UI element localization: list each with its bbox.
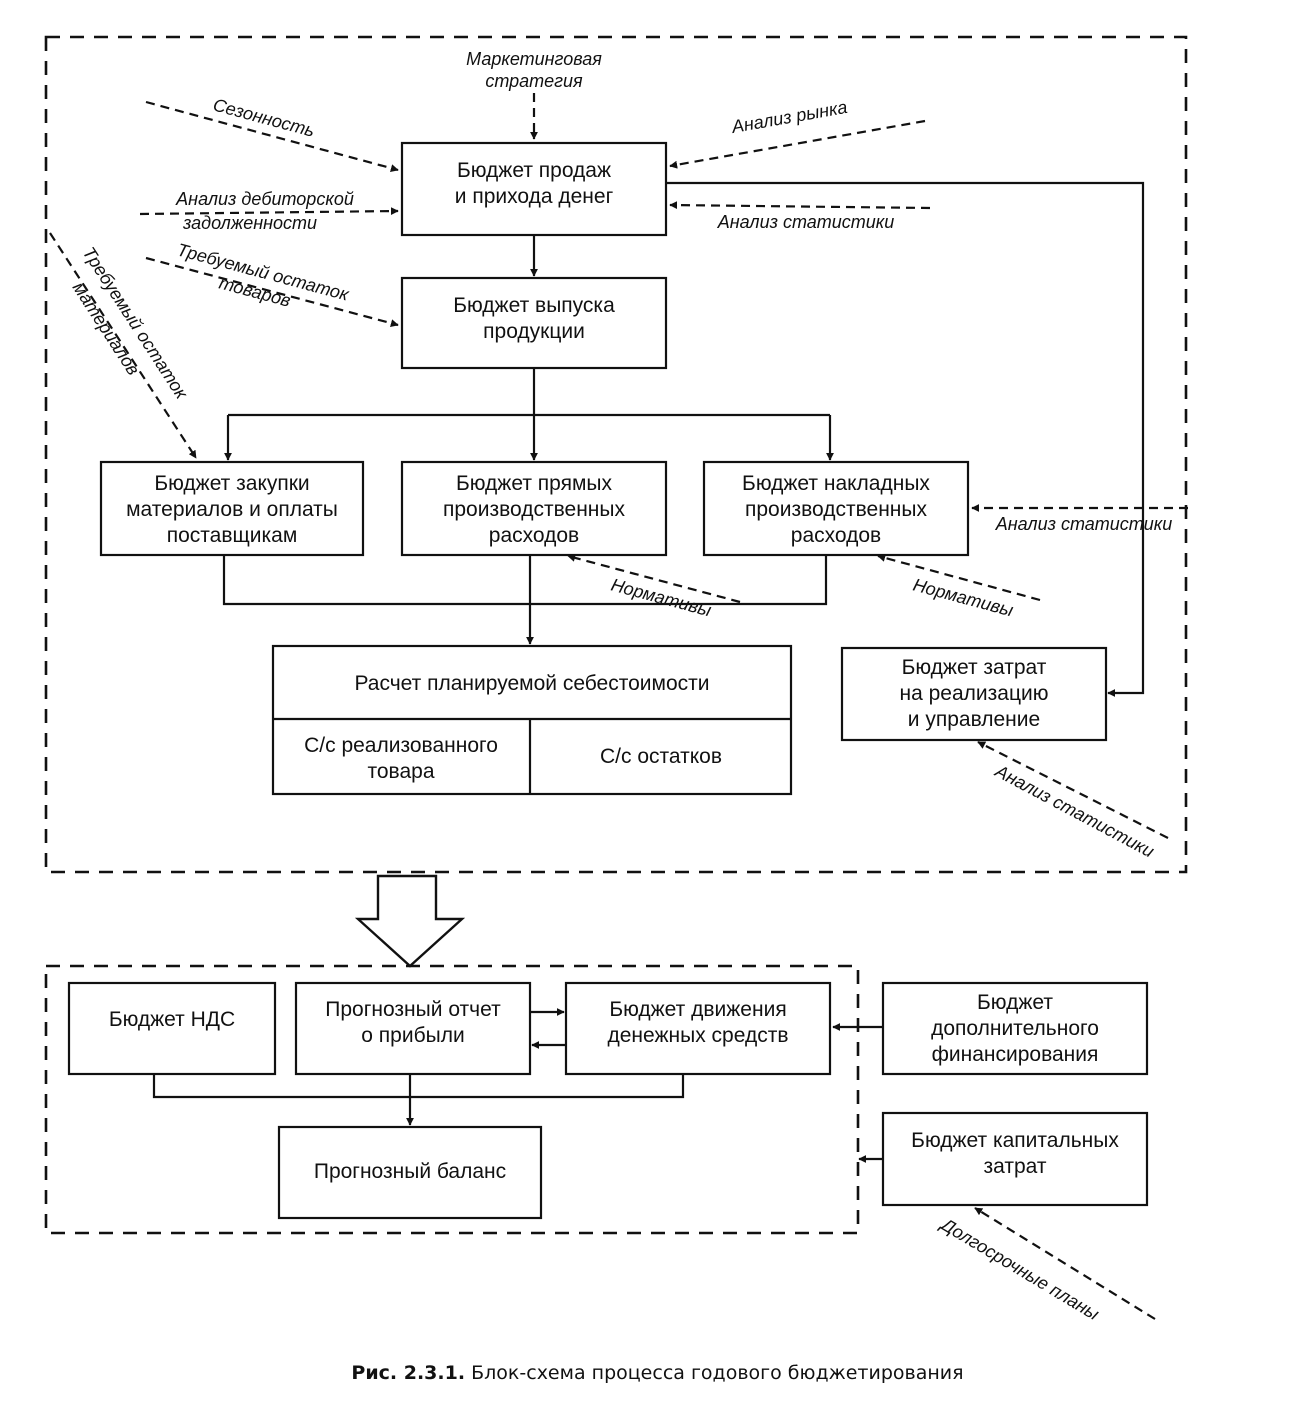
purchases-budget-line1: Бюджет закупки [154,472,309,495]
purchases-budget-line2: материалов и оплаты [126,498,338,521]
figure-caption: Рис. 2.3.1. Блок-схема процесса годового… [0,1362,1315,1384]
receivables-line2: задолженности [182,213,317,233]
cost-calculation-title: Расчет планируемой себестоимости [354,672,709,695]
cost-remaining: С/с остатков [600,745,722,768]
merge-costs-line [222,555,828,606]
cost-sold-line2: товара [367,760,434,783]
cost-sold-line1: С/с реализованного [304,734,498,757]
overhead-statistics-label: Анализ статистики [995,514,1173,534]
vat-budget-box: Бюджет НДС [67,981,277,1076]
production-budget-line2: продукции [483,320,585,343]
cashflow-budget-line1: Бюджет движения [609,998,786,1021]
profit-forecast-box: Прогнозный отчет о прибыли [294,981,532,1076]
forecast-balance-label: Прогнозный баланс [314,1160,506,1183]
direct-costs-budget-box: Бюджет прямых производственных расходов [400,460,668,557]
sales-to-selling-arrow [666,181,1145,697]
direct-costs-line3: расходов [489,524,579,547]
sales-budget-line1: Бюджет продаж [457,159,611,182]
selling-admin-budget-box: Бюджет затрат на реализацию и управление [840,646,1108,742]
sales-budget-line2: и прихода денег [455,185,614,208]
long-term-plans-label: Долгосрочные планы [936,1213,1102,1324]
production-budget-box: Бюджет выпуска продукции [400,276,668,370]
selling-statistics-label: Анализ статистики [991,760,1157,861]
purchases-budget-line3: поставщикам [167,524,298,547]
receivables-arrow [139,207,399,216]
market-analysis-label: Анализ рынка [729,97,849,137]
selling-admin-line2: на реализацию [900,682,1049,705]
financing-budget-box: Бюджет дополнительного финансирования [881,981,1149,1076]
selling-admin-line1: Бюджет затрат [902,656,1047,679]
financing-budget-line3: финансирования [932,1043,1099,1066]
capex-budget-line2: затрат [984,1155,1047,1178]
long-term-plans-arrow [974,1207,1156,1320]
market-analysis-arrow [669,119,926,169]
sales-budget-box: Бюджет продаж и прихода денег [400,141,668,237]
cost-calculation-box: Расчет планируемой себестоимости С/с реа… [271,644,793,796]
caption-label: Рис. 2.3.1. [351,1362,466,1384]
transition-arrow [354,874,466,968]
sales-statistics-label: Анализ статистики [717,212,895,232]
lower-frame [44,964,860,1235]
production-budget-line1: Бюджет выпуска [453,294,615,317]
sales-statistics-arrow [669,201,931,210]
direct-costs-line2: производственных [443,498,625,521]
overhead-norms-label: Нормативы [911,575,1016,621]
overhead-costs-line2: производственных [745,498,927,521]
overhead-norms-arrow [877,554,1041,602]
receivables-line1: Анализ дебиторской [175,189,354,209]
selling-admin-line3: и управление [908,708,1040,731]
capex-budget-line1: Бюджет капитальных [911,1129,1119,1152]
profit-forecast-line1: Прогнозный отчет [325,998,501,1021]
purchases-budget-box: Бюджет закупки материалов и оплаты поста… [99,460,365,557]
vat-budget-label: Бюджет НДС [109,1008,235,1031]
financing-budget-line1: Бюджет [977,991,1053,1014]
profit-forecast-line2: о прибыли [361,1024,464,1047]
marketing-line1: Маркетинговая [466,49,602,69]
capex-budget-box: Бюджет капитальных затрат [881,1111,1149,1207]
upper-frame [44,35,1188,874]
goods-stock-arrow [145,256,399,328]
overhead-costs-budget-box: Бюджет накладных производственных расход… [702,460,970,557]
caption-text: Блок-схема процесса годового бюджетирова… [471,1362,964,1384]
seasonality-arrow [145,100,399,172]
forecast-balance-box: Прогнозный баланс [277,1125,543,1220]
cashflow-budget-box: Бюджет движения денежных средств [564,981,832,1076]
marketing-line2: стратегия [485,71,583,91]
selling-statistics-arrow [977,741,1169,839]
overhead-costs-line1: Бюджет накладных [742,472,930,495]
overhead-costs-line3: расходов [791,524,881,547]
financing-budget-line2: дополнительного [931,1017,1099,1040]
merge-lower-line [152,1074,685,1099]
cashflow-budget-line2: денежных средств [608,1024,789,1047]
direct-costs-line1: Бюджет прямых [456,472,613,495]
